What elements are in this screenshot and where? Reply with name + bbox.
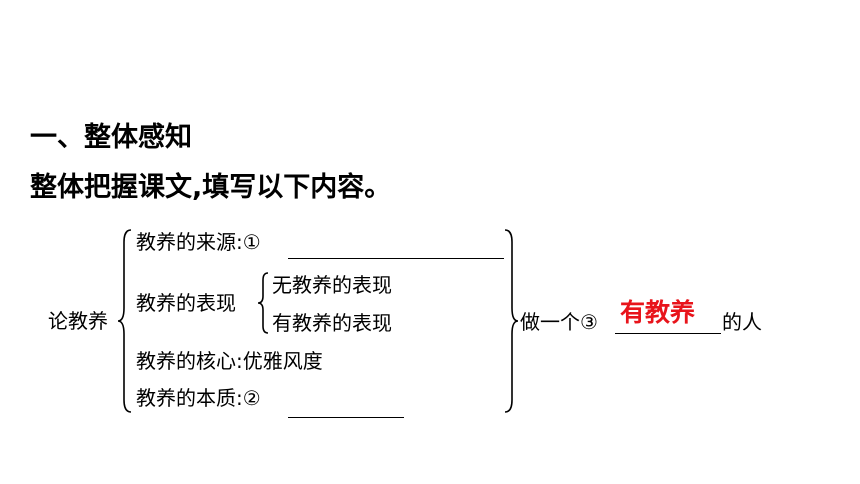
expression-sub-positive: 有教养的表现 xyxy=(272,311,392,335)
section-heading: 一、整体感知 xyxy=(30,122,192,153)
small-brace xyxy=(257,272,269,334)
right-brace xyxy=(504,229,519,413)
core-label: 教养的核心:优雅风度 xyxy=(136,349,323,373)
expression-sub-negative: 无教养的表现 xyxy=(272,273,392,297)
answer-3: 有教养 xyxy=(620,298,696,327)
blank-2-line xyxy=(288,417,404,418)
instruction-text: 整体把握课文,填写以下内容。 xyxy=(30,172,392,203)
expression-label: 教养的表现 xyxy=(136,291,236,315)
conclusion-prefix: 做一个③ xyxy=(520,310,598,334)
blank-3-line xyxy=(615,333,721,334)
essence-label: 教养的本质:② xyxy=(136,386,261,410)
blank-1-line xyxy=(288,258,504,259)
source-label: 教养的来源:① xyxy=(136,230,261,254)
root-topic: 论教养 xyxy=(48,309,108,333)
left-brace xyxy=(117,229,132,413)
conclusion-suffix: 的人 xyxy=(722,310,762,334)
